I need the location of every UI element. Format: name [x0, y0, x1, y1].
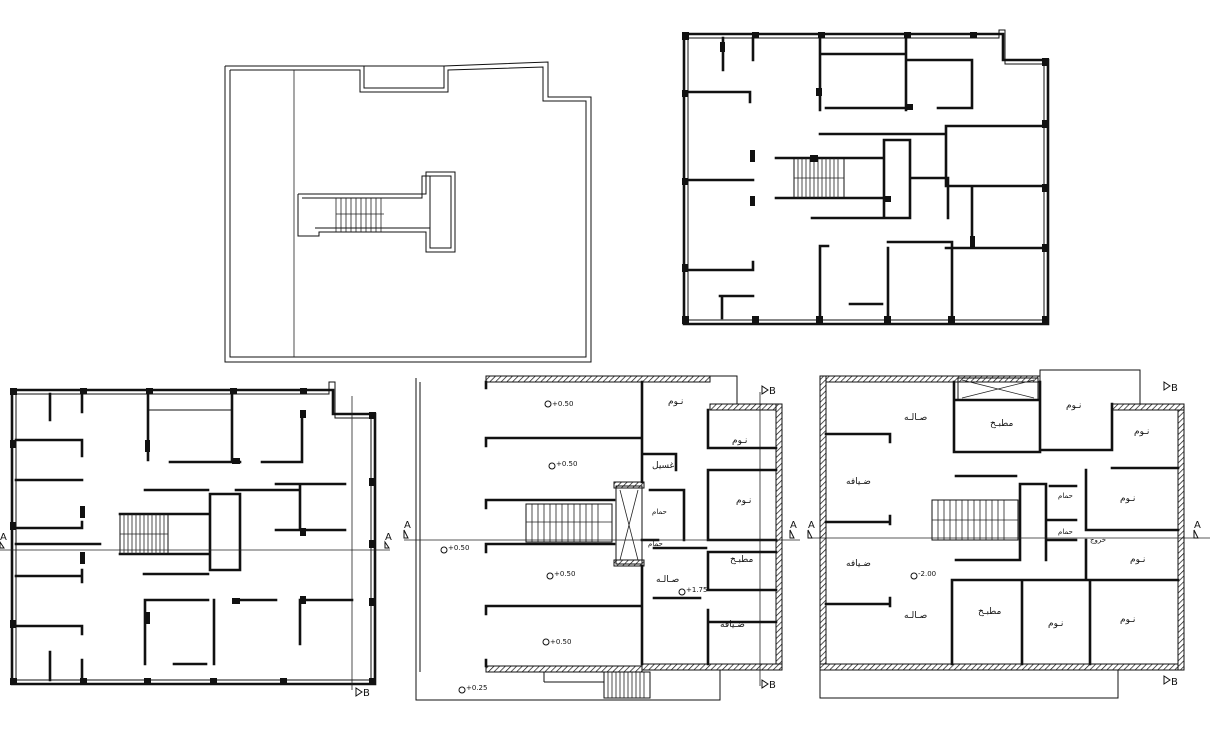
section-a-label: A	[790, 520, 797, 531]
room-label-bathroom: حمام	[1058, 528, 1073, 536]
room-label-kitchen: مطبـخ	[730, 555, 754, 565]
room-label-bedroom: نـوم	[1066, 401, 1081, 411]
room-label-laundry: غسيل	[652, 461, 675, 471]
room-label-bedroom: نـوم	[1048, 619, 1063, 629]
ground-floor-plan: نـوم نـوم غسيل نـوم حمام حمام مطبـخ صـال…	[404, 375, 800, 701]
level-mark: +0.50	[552, 400, 573, 408]
level-mark: +0.50	[556, 460, 577, 468]
room-label-hall: صـالـه	[904, 611, 927, 621]
room-label-bedroom: نـوم	[1120, 494, 1135, 504]
lower-left-stair	[119, 513, 169, 555]
section-a-label: A	[404, 520, 411, 531]
room-label-bedroom: نـوم	[732, 436, 747, 446]
level-mark: +0.50	[448, 544, 469, 552]
room-label-bedroom: نـوم	[1134, 427, 1149, 437]
entry-steps	[543, 671, 651, 699]
section-markers-left: A A B	[0, 532, 392, 699]
room-label-bathroom: حمام	[1058, 492, 1073, 500]
room-label-hall: صـالـه	[656, 575, 679, 585]
lower-left-columns	[10, 388, 376, 685]
level-mark: +1.75	[686, 586, 707, 594]
room-label-kitchen: مطبـخ	[978, 607, 1002, 617]
room-label-hall: صـالـه	[904, 413, 927, 423]
room-label-bathroom: حمام	[652, 508, 667, 516]
roof-plan	[224, 61, 592, 363]
room-label-bedroom: نـوم	[736, 496, 751, 506]
room-label-guest: ضـيافه	[720, 620, 745, 630]
section-b-label: B	[769, 680, 776, 691]
level-marks-ground: +0.50 +0.50 +0.50 +0.50 +0.50 +1.75 +0.2…	[440, 400, 707, 694]
section-a-label: A	[808, 520, 815, 531]
room-label-guest: ضـيافه	[846, 477, 871, 487]
section-a-label: A	[0, 532, 7, 543]
section-a-label: A	[1194, 520, 1201, 531]
room-label-bedroom: نـوم	[668, 397, 683, 407]
section-a-label: A	[385, 532, 392, 543]
section-b-label: B	[1171, 677, 1178, 688]
level-mark: +0.50	[550, 638, 571, 646]
room-label-kitchen: مطبـخ	[990, 419, 1014, 429]
section-markers-middle: A A B B	[403, 385, 797, 691]
ground-stair	[525, 503, 613, 543]
upper-stair	[793, 157, 845, 199]
level-mark: +0.50	[554, 570, 575, 578]
upper-columns	[682, 32, 1049, 324]
room-label-bathroom: حمام	[648, 540, 663, 548]
room-label-bedroom: نـوم	[1130, 555, 1145, 565]
lower-left-plan	[0, 381, 390, 690]
room-label-bedroom: نـوم	[1120, 615, 1135, 625]
upper-floor-plan	[682, 29, 1050, 326]
section-markers-right: A A B B	[807, 381, 1201, 688]
right-stair	[931, 499, 1019, 541]
right-floor-plan: صـالـه مطبـخ نـوم نـوم ضـيافه حمام نـوم …	[810, 369, 1210, 699]
level-mark: +0.25	[466, 684, 487, 692]
section-b-label: B	[363, 688, 370, 699]
roof-stair-treads	[335, 198, 384, 232]
room-label-exit: خروج	[1090, 536, 1106, 544]
section-b-label: B	[1171, 383, 1178, 394]
level-mark: -2.00	[918, 570, 936, 578]
room-label-guest: ضـيافه	[846, 559, 871, 569]
section-b-label: B	[769, 386, 776, 397]
